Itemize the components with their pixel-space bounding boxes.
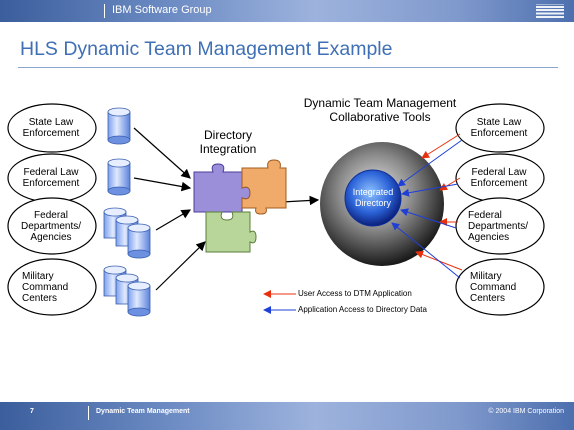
page-number: 7	[30, 408, 34, 415]
database-group-icon	[103, 265, 151, 317]
integration-arrow	[155, 241, 206, 291]
integration-arrow	[133, 177, 192, 192]
database-icon	[107, 107, 131, 145]
left-entity-label: Military Command Centers	[22, 271, 69, 304]
right-entity-label: State Law Enforcement	[470, 117, 528, 139]
integration-arrow	[281, 195, 320, 206]
right-entity-label: Military Command Centers	[470, 271, 517, 304]
title-divider	[18, 67, 558, 68]
header-group-label: IBM Software Group	[112, 4, 212, 16]
header-bar	[0, 0, 574, 22]
database-icon	[107, 158, 131, 196]
legend-red-label: User Access to DTM Application	[298, 289, 412, 298]
legend-blue-label: Application Access to Directory Data	[298, 305, 427, 314]
right-entity-ellipse	[455, 103, 545, 153]
right-entity-label: Federal Law Enforcement	[470, 167, 528, 189]
left-entity-label: State Law Enforcement	[22, 117, 80, 139]
integrated-directory-core	[344, 169, 402, 227]
right-entity-label: Federal Departments/ Agencies	[468, 210, 529, 243]
slide-title: HLS Dynamic Team Management Example	[20, 38, 393, 60]
right-entity-ellipse	[455, 197, 545, 255]
ibm-logo	[536, 4, 564, 18]
database-group-icon	[103, 207, 151, 259]
directory-access-arrow	[400, 208, 457, 229]
directory-integration-label: Directory Integration	[199, 128, 257, 156]
directory-access-arrow	[397, 139, 463, 187]
left-entity-label: Federal Departments/ Agencies	[20, 210, 82, 243]
user-access-arrow	[421, 133, 461, 159]
puzzle-icon	[193, 159, 287, 253]
right-entity-ellipse	[455, 258, 545, 316]
footer-separator	[88, 406, 89, 420]
left-entity-ellipse	[7, 197, 97, 255]
footer-copyright: © 2004 IBM Corporation	[488, 408, 564, 415]
header-separator	[104, 4, 105, 18]
tools-title: Dynamic Team Management Collaborative To…	[303, 96, 457, 124]
integration-arrow	[133, 127, 191, 179]
user-access-arrow	[439, 177, 461, 191]
integrated-directory-label: Integrated Directory	[352, 187, 394, 208]
left-entity-ellipse	[7, 103, 97, 153]
left-entity-ellipse	[7, 258, 97, 316]
footer-title: Dynamic Team Management	[96, 408, 190, 415]
directory-access-arrow	[391, 222, 461, 279]
integration-arrow	[155, 209, 192, 231]
directory-access-arrow	[401, 183, 459, 197]
footer-bar	[0, 402, 574, 430]
left-entity-label: Federal Law Enforcement	[22, 167, 80, 189]
